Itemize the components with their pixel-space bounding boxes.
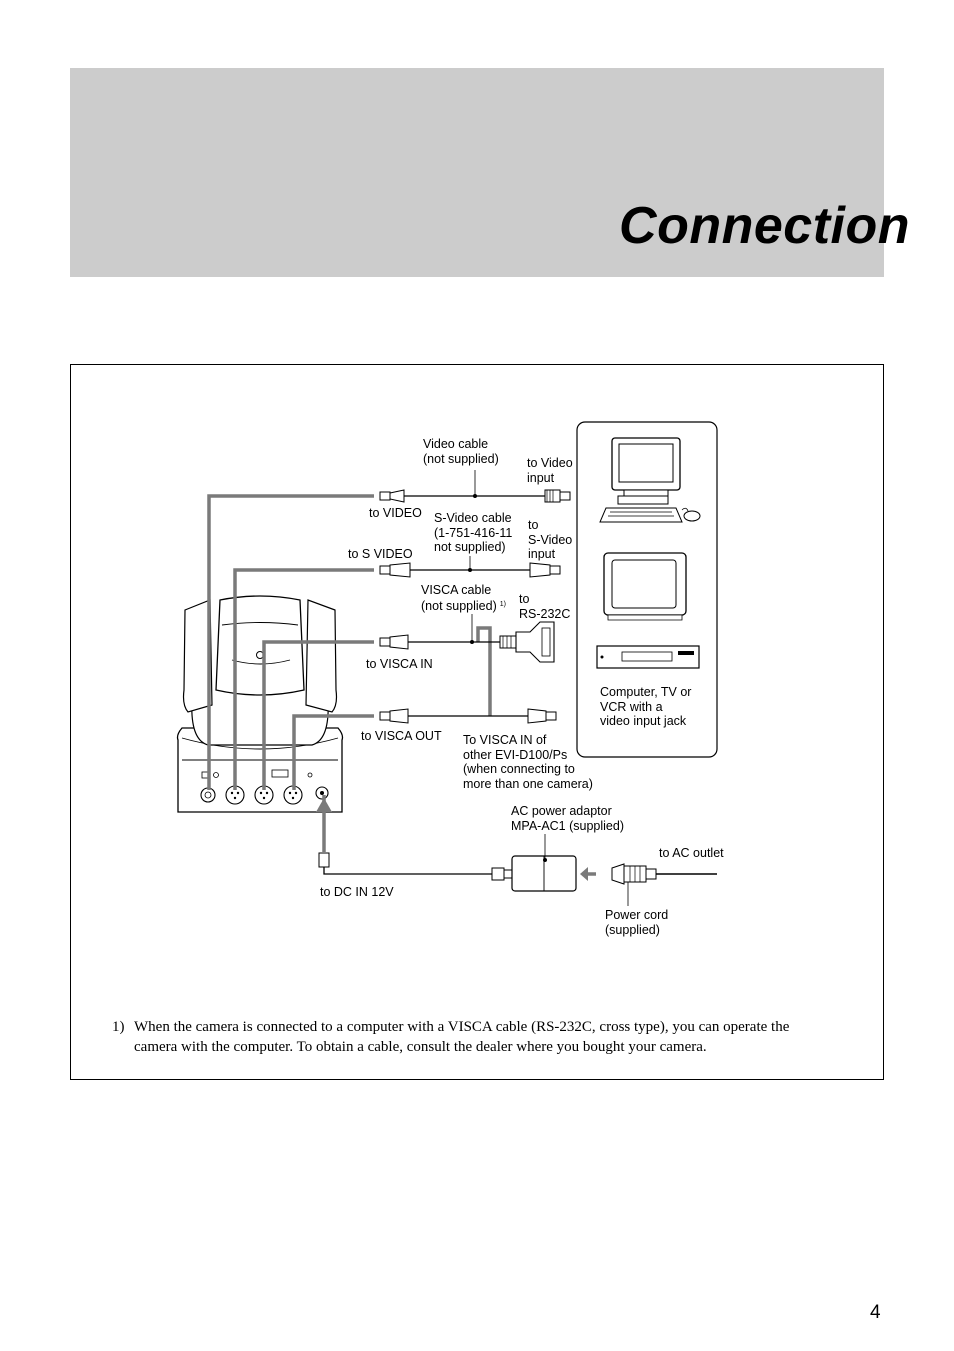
label-to-dc-in: to DC IN 12V (320, 885, 394, 899)
dc-cable (318, 852, 513, 881)
visca-out-cable (379, 708, 557, 724)
svideo-cable (379, 556, 561, 578)
footnote-number: 1) (112, 1019, 125, 1035)
label-svideo-cable: S-Video cable (1-751-416-11 not supplied… (434, 511, 513, 554)
arrow-icon (580, 867, 588, 881)
page-number: 4 (870, 1302, 881, 1323)
label-to-svideo-input: to S-Video input (528, 518, 573, 561)
video-cable (379, 470, 571, 503)
label-to-video: to VIDEO (369, 506, 422, 520)
visca-cable (379, 614, 555, 663)
diagram-frame (70, 364, 884, 1080)
page-title: Connection (619, 197, 910, 255)
footnote-text: When the camera is connected to a comput… (134, 1019, 790, 1055)
device-panel (576, 421, 718, 758)
label-devices: Computer, TV or VCR with a video input j… (600, 685, 692, 728)
header-band (70, 68, 884, 277)
label-to-video-input: to Video input (527, 456, 573, 485)
label-video-cable: Video cable (not supplied) (423, 437, 499, 466)
computer-icon (599, 437, 701, 523)
label-visca-cable: VISCA cable (not supplied)1) (421, 583, 506, 613)
label-power-cord: Power cord (supplied) (605, 908, 669, 937)
footnote-ref: 1) (499, 600, 506, 608)
vcr-icon (596, 645, 700, 669)
label-to-visca-out: to VISCA OUT (361, 729, 442, 743)
camera-icon (176, 595, 344, 813)
connection-paths (207, 494, 492, 852)
label-to-ac-outlet: to AC outlet (659, 846, 724, 860)
label-to-rs232c: to RS-232C (519, 592, 571, 621)
label-ac-adaptor: AC power adaptor MPA-AC1 (supplied) (511, 804, 625, 833)
ac-adaptor-icon (511, 834, 577, 892)
arrow-icon (316, 798, 332, 812)
label-to-visca-in-other: To VISCA IN of other EVI-D100/Ps (when c… (463, 733, 593, 791)
power-cord (611, 863, 717, 906)
label-to-visca-in: to VISCA IN (366, 657, 433, 671)
label-to-s-video: to S VIDEO (348, 547, 413, 561)
tv-icon (603, 552, 687, 621)
footnote: 1) When the camera is connected to a com… (112, 1017, 832, 1057)
